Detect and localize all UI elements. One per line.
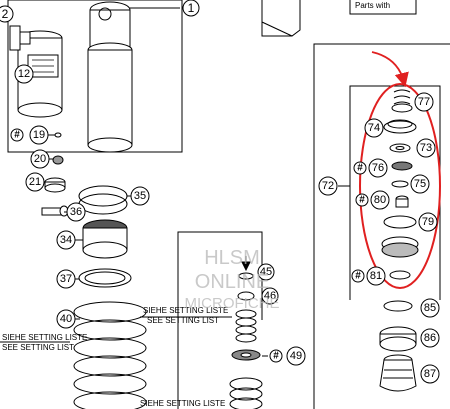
svg-text:#: #	[355, 271, 361, 282]
highlight-ellipse	[359, 83, 441, 289]
svg-text:86: 86	[424, 332, 436, 344]
watermark-line2: ONLINE	[195, 271, 269, 293]
callout-37[interactable]: 37	[56, 269, 76, 289]
hash-80: #	[355, 193, 369, 207]
callout-79[interactable]: 79	[418, 212, 438, 232]
callout-81[interactable]: 81	[366, 266, 386, 286]
setting-note-mid-2: SEE SETTING LIST	[147, 316, 219, 325]
callout-45[interactable]: 45	[257, 263, 275, 281]
callout-73[interactable]: 73	[416, 138, 436, 158]
svg-text:#: #	[14, 130, 20, 141]
svg-text:46: 46	[264, 290, 276, 302]
callout-40[interactable]: 40	[56, 309, 76, 329]
svg-text:76: 76	[372, 162, 384, 174]
callout-19[interactable]: 19	[29, 125, 49, 145]
setting-note-bottom: SIEHE SETTING LISTE	[140, 399, 225, 408]
svg-text:73: 73	[420, 142, 432, 154]
svg-text:77: 77	[418, 96, 430, 108]
svg-text:37: 37	[60, 273, 72, 285]
right-group-parts	[379, 89, 419, 392]
callout-2[interactable]: 2	[0, 5, 14, 23]
svg-text:74: 74	[368, 122, 380, 134]
svg-text:40: 40	[60, 313, 72, 325]
callout-77[interactable]: 77	[414, 92, 434, 112]
reference-box	[261, 0, 301, 37]
setting-note-left-1: SIEHE SETTING LISTE	[2, 333, 87, 342]
highlight-arrow	[371, 51, 409, 88]
left-column-parts	[41, 132, 147, 409]
callout-35[interactable]: 35	[130, 186, 150, 206]
parts-note-box: Parts with	[349, 0, 417, 15]
middle-group	[177, 231, 268, 409]
callout-49[interactable]: 49	[286, 346, 306, 366]
svg-text:87: 87	[424, 368, 436, 380]
svg-text:#: #	[273, 351, 279, 362]
callout-36[interactable]: 36	[66, 202, 86, 222]
setting-note-mid-1: SIEHE SETTING LISTE	[143, 306, 228, 315]
callout-80[interactable]: 80	[370, 190, 390, 210]
svg-text:45: 45	[260, 266, 272, 278]
watermark-line1: HLSM	[204, 247, 260, 269]
hash-49: #	[269, 349, 283, 363]
hash-81: #	[351, 269, 365, 283]
setting-note-left-2: SEE SETTING LIST	[2, 343, 74, 352]
callout-76[interactable]: 76	[368, 158, 388, 178]
svg-text:35: 35	[134, 190, 146, 202]
svg-text:#: #	[357, 163, 363, 174]
svg-text:34: 34	[60, 234, 72, 246]
svg-text:21: 21	[29, 176, 41, 188]
hash-76: #	[353, 161, 367, 175]
svg-text:19: 19	[33, 129, 45, 141]
svg-text:49: 49	[290, 350, 302, 362]
hash-19: #	[10, 128, 24, 142]
parts-note-text: Parts with	[355, 1, 390, 10]
callout-46[interactable]: 46	[261, 287, 279, 305]
svg-text:81: 81	[370, 270, 382, 282]
svg-text:2: 2	[2, 7, 9, 21]
svg-text:85: 85	[424, 302, 436, 314]
callout-86[interactable]: 86	[420, 328, 440, 348]
callout-85[interactable]: 85	[420, 298, 440, 318]
svg-text:#: #	[359, 195, 365, 206]
callout-75[interactable]: 75	[410, 174, 430, 194]
callout-21[interactable]: 21	[25, 172, 45, 192]
svg-text:20: 20	[34, 153, 46, 165]
svg-text:72: 72	[322, 180, 334, 192]
svg-text:80: 80	[374, 194, 386, 206]
watermark-line3: MICROFICHE	[185, 295, 280, 312]
svg-text:36: 36	[70, 206, 82, 218]
callout-74[interactable]: 74	[364, 118, 384, 138]
svg-text:75: 75	[414, 178, 426, 190]
callout-87[interactable]: 87	[420, 364, 440, 384]
callout-72[interactable]: 72	[318, 176, 338, 196]
svg-text:79: 79	[422, 216, 434, 228]
callout-12[interactable]: 12	[14, 64, 34, 84]
svg-text:12: 12	[18, 68, 30, 80]
callout-20[interactable]: 20	[30, 149, 50, 169]
svg-text:1: 1	[188, 1, 195, 15]
callout-34[interactable]: 34	[56, 230, 76, 250]
callout-1[interactable]: 1	[182, 0, 200, 17]
